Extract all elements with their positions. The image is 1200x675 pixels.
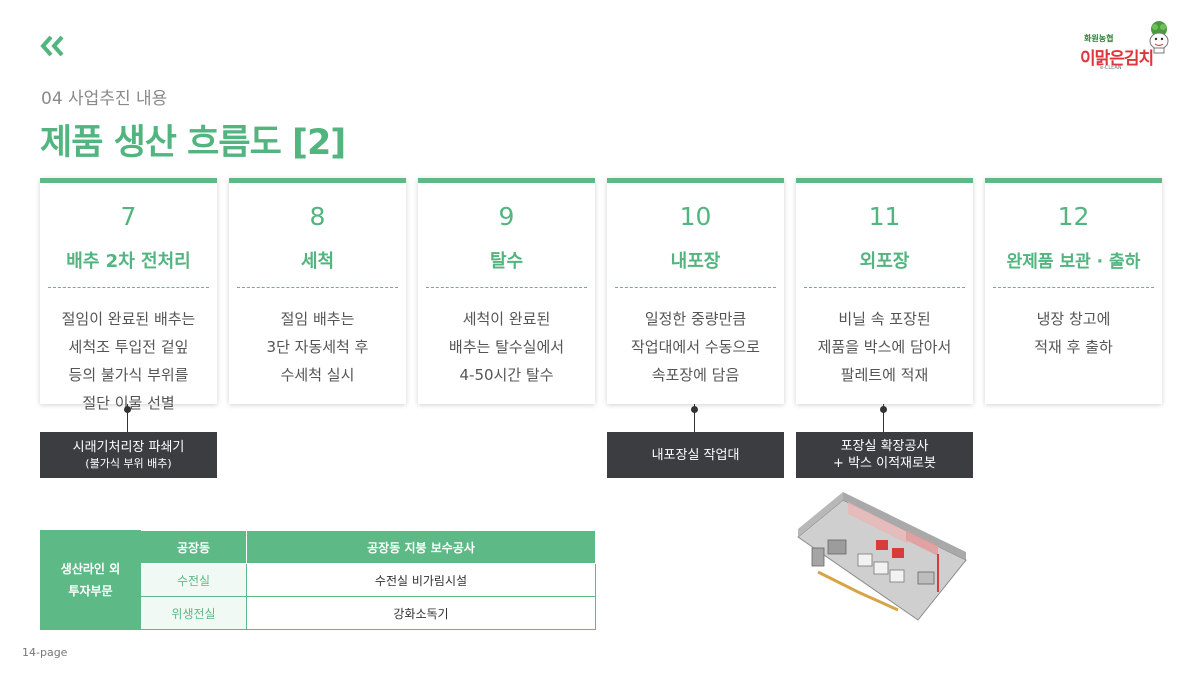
table-cell: 수전실	[140, 563, 247, 597]
table-cell: 수전실 비가림시설	[246, 563, 596, 597]
investment-table: 생산라인 외 투자부문 공장동 공장동 지붕 보수공사 수전실 수전실 비가림시…	[40, 530, 596, 630]
step-title: 배추 2차 전처리	[66, 251, 191, 272]
equipment-note: 시래기처리장 파쇄기 (불가식 부위 배추)	[40, 432, 217, 478]
connector-line	[127, 404, 128, 432]
note-line: 포장실 확장공사	[840, 439, 929, 454]
step-number: 12	[1057, 202, 1090, 231]
step-number: 10	[679, 202, 712, 231]
table-header-cell: 공장동 지붕 보수공사	[246, 530, 596, 564]
note-line: 내포장실 작업대	[651, 447, 740, 463]
step-title: 완제품 보관 · 출하	[1006, 252, 1141, 272]
cabbage-mascot-icon	[1149, 21, 1169, 54]
packing-room-illustration	[797, 492, 967, 621]
dashed-divider	[426, 287, 587, 288]
table-row: 수전실 수전실 비가림시설	[41, 563, 596, 597]
step-number: 7	[120, 202, 137, 231]
note-line: 시래기처리장 파쇄기	[72, 439, 185, 455]
table-header-cell: 공장동	[140, 530, 247, 564]
section-label: 04 사업추진 내용	[41, 89, 168, 109]
equipment-note: 내포장실 작업대	[607, 432, 784, 478]
logo-brand-sub: e-CLEAN	[1100, 65, 1122, 71]
logo-brand-name: 이맑은김치	[1080, 49, 1154, 69]
connector-line	[883, 404, 884, 432]
logo-coop-name: 화원농협	[1084, 34, 1114, 43]
table-row: 생산라인 외 투자부문 공장동 공장동 지붕 보수공사	[40, 530, 596, 630]
page-title: 제품 생산 흐름도 [2]	[40, 123, 346, 163]
table-row: 위생전실 강화소독기	[41, 596, 596, 630]
equipment-note: 포장실 확장공사 + 박스 이적재로봇	[796, 432, 973, 478]
connector-line	[694, 404, 695, 432]
step-title: 탈수	[489, 251, 524, 272]
note-subline: (불가식 부위 배추)	[85, 456, 172, 470]
dashed-divider	[993, 287, 1154, 288]
dashed-divider	[48, 287, 209, 288]
step-number: 8	[309, 202, 326, 231]
step-title: 세척	[300, 251, 335, 272]
step-number: 9	[498, 202, 515, 231]
double-chevron-left-icon	[40, 35, 64, 57]
step-title: 외포장	[859, 251, 910, 272]
dashed-divider	[237, 287, 398, 288]
step-number: 11	[868, 202, 901, 231]
dashed-divider	[804, 287, 965, 288]
brand-logo: 화원농협 이맑은김치 e-CLEAN	[1070, 18, 1174, 76]
step-title: 내포장	[670, 251, 721, 272]
page-number: 14-page	[22, 646, 68, 659]
table-cell: 강화소독기	[246, 596, 596, 630]
dashed-divider	[615, 287, 776, 288]
table-cell: 위생전실	[140, 596, 247, 630]
note-line: + 박스 이적재로봇	[833, 456, 936, 471]
table-side-label: 생산라인 외 투자부문	[40, 530, 141, 630]
